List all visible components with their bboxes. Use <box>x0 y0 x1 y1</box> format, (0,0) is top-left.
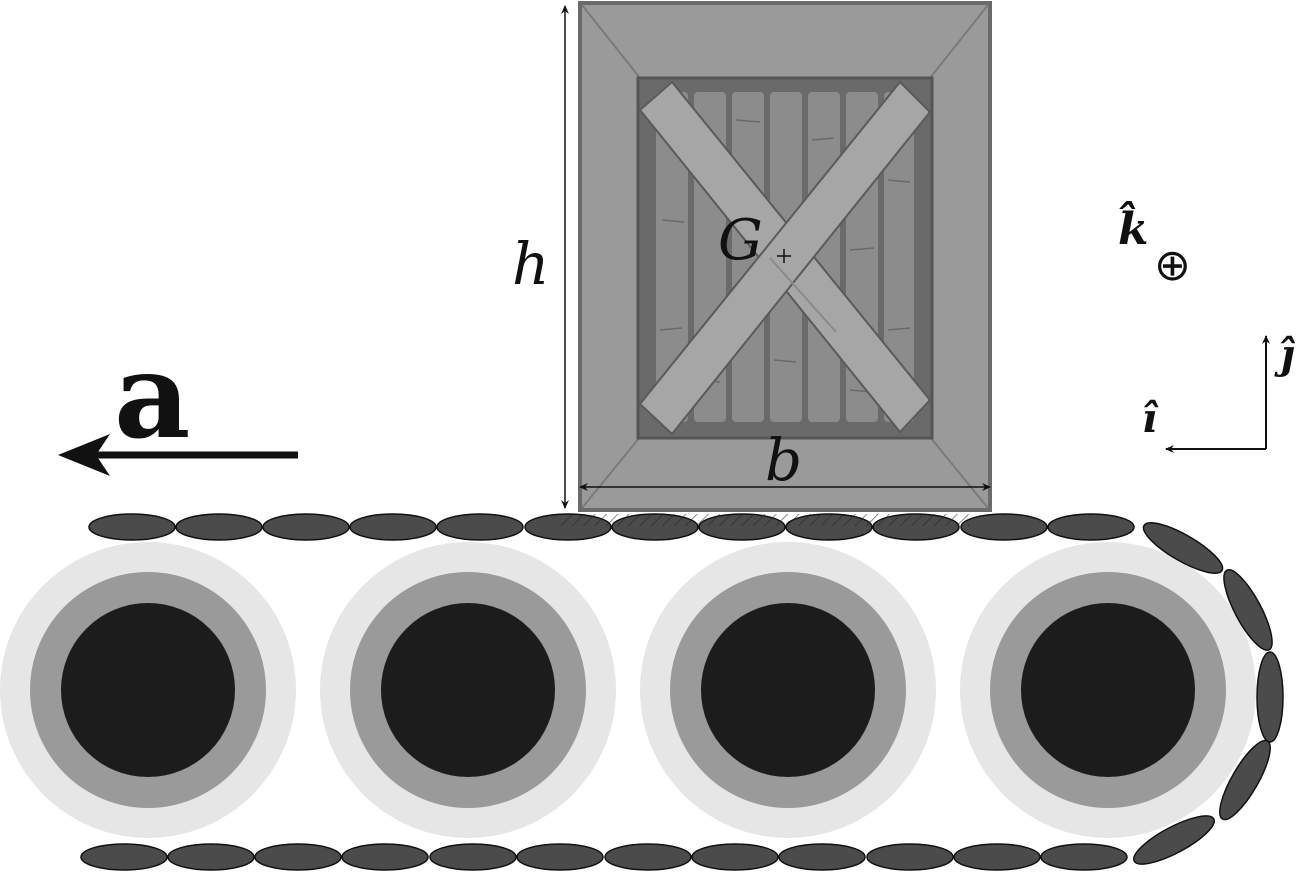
center-of-mass-label: G <box>718 208 763 273</box>
belt-bottom-row <box>80 843 1128 871</box>
height-label: h <box>512 230 549 298</box>
unit-i-label: î <box>1142 395 1159 442</box>
crate-bevels <box>581 4 989 509</box>
acceleration-arrow <box>58 434 298 476</box>
brace-shadow <box>769 257 837 333</box>
into-page-icon: ⊕ <box>1154 240 1191 291</box>
contact-hatch <box>560 514 970 526</box>
unit-k-label: k̂ <box>1118 199 1149 255</box>
roller-3 <box>640 542 936 838</box>
crate <box>578 1 992 512</box>
belt-end-curve <box>1133 522 1284 865</box>
conveyor-belt <box>80 513 1284 871</box>
roller-1 <box>0 542 296 838</box>
rollers <box>0 542 1256 838</box>
roller-4 <box>960 542 1256 838</box>
base-label: b <box>765 426 802 494</box>
acceleration-label: a <box>114 326 190 465</box>
unit-j-label: ĵ <box>1274 331 1296 378</box>
coordinate-axes <box>1165 335 1270 453</box>
crate-braces <box>638 80 932 436</box>
roller-2 <box>320 542 616 838</box>
center-of-mass-marker <box>777 249 791 263</box>
